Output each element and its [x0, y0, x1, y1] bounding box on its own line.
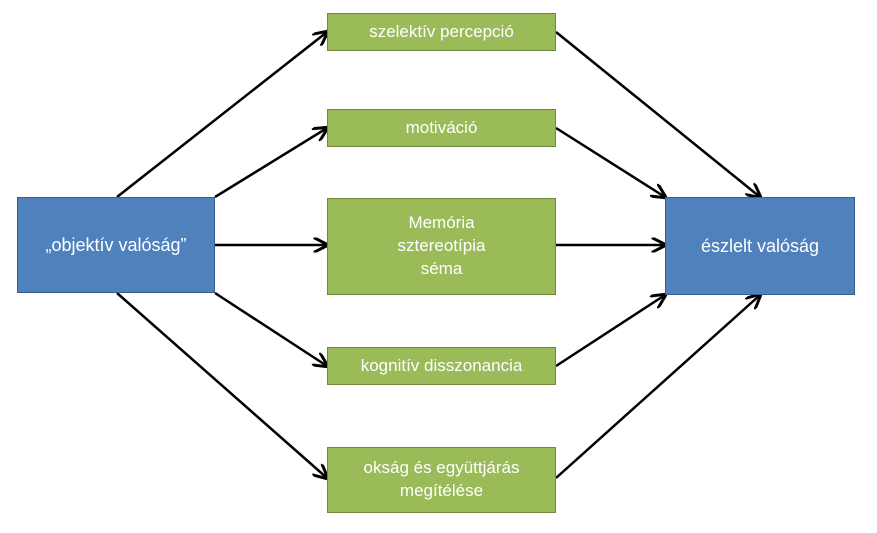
arrow-source-to-szelektiv — [116, 32, 327, 198]
source-label: „objektív valóság” — [45, 234, 187, 255]
factor-box-oksag: okság és együttjárás megítélése — [327, 447, 556, 513]
factor-line: kognitív disszonancia — [360, 355, 523, 375]
factor-line: motiváció — [405, 117, 478, 137]
arrow-source-to-motivacio — [214, 128, 327, 199]
target-label: észlelt valóság — [700, 235, 820, 256]
arrow-kognitiv-to-target — [555, 295, 665, 368]
factor-box-motivacio: motiváció — [327, 109, 556, 147]
arrow-motivacio-to-target — [555, 126, 665, 197]
factor-line: okság és együttjárás — [363, 458, 520, 478]
factor-line: megítélése — [399, 481, 484, 500]
arrow-oksag-to-target — [555, 295, 760, 479]
arrow-source-to-kognitiv — [214, 291, 327, 366]
factor-box-kognitiv-disszonancia: kognitív disszonancia — [327, 347, 556, 385]
source-box: „objektív valóság” — [17, 197, 215, 293]
factor-line: sztereotípia — [397, 236, 486, 256]
arrow-szelektiv-to-target — [555, 31, 760, 197]
factor-box-szelektiv-percepcio: szelektív percepció — [327, 13, 556, 51]
factor-line: séma — [420, 258, 463, 278]
factor-box-memoria: Memória sztereotípia séma — [327, 198, 556, 295]
factor-line: szelektív percepció — [369, 21, 514, 41]
target-box: észlelt valóság — [665, 197, 855, 295]
arrow-source-to-oksag — [116, 292, 327, 478]
factor-line: Memória — [408, 213, 475, 233]
